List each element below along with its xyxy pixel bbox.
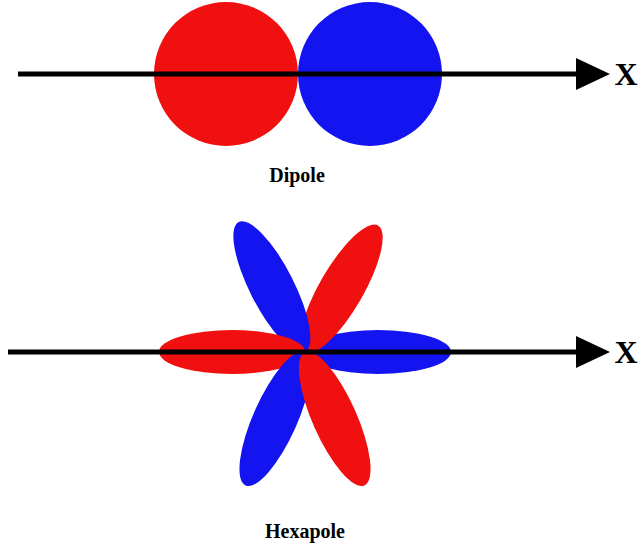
x-axis-arrowhead bbox=[576, 58, 610, 90]
axis-label: X bbox=[614, 336, 637, 368]
x-axis-line bbox=[8, 350, 580, 355]
figure-caption: Hexapole bbox=[265, 521, 345, 541]
axis-label: X bbox=[614, 58, 637, 90]
x-axis-line bbox=[18, 72, 580, 77]
figure-caption: Dipole bbox=[269, 165, 325, 185]
petal bbox=[285, 343, 385, 494]
x-axis-arrowhead bbox=[576, 336, 610, 368]
